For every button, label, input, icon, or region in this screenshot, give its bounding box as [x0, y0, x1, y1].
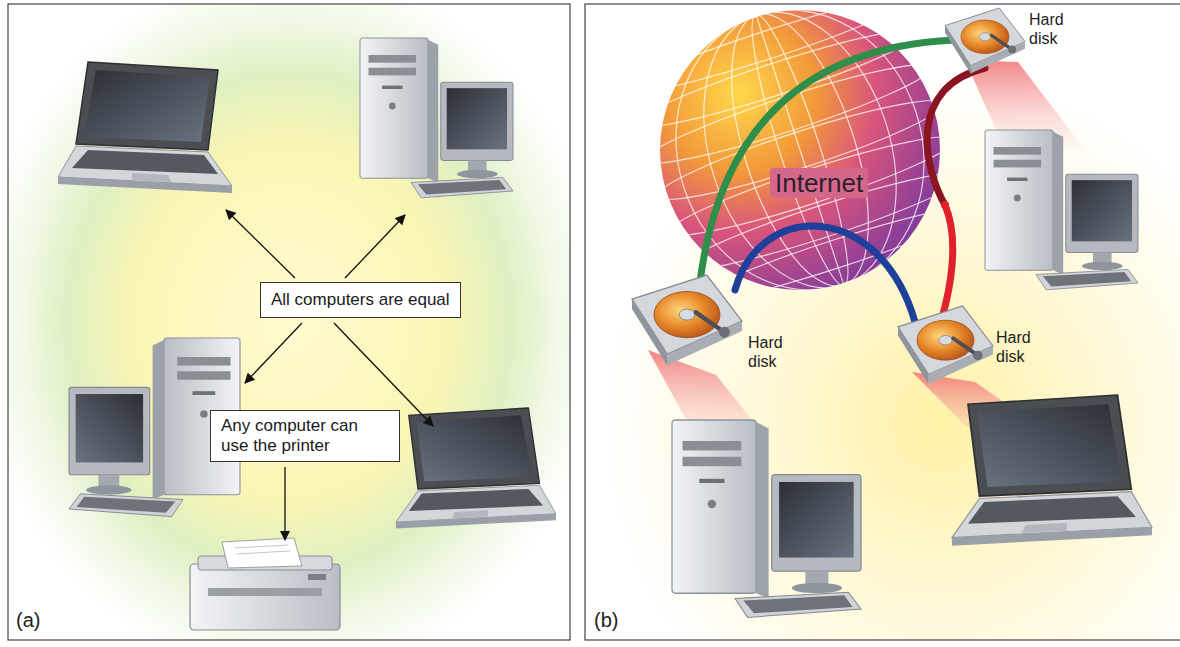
printer-icon	[236, 551, 290, 554]
laptop-icon	[396, 408, 556, 529]
globe-grid	[652, 87, 948, 214]
label-box: All computers are equal	[260, 282, 461, 318]
hard-disk-icon	[898, 306, 993, 384]
panel-frame	[585, 4, 1180, 640]
pointer-arrow	[284, 467, 285, 540]
panel-letter: (b)	[594, 608, 618, 632]
panel-frame	[8, 4, 570, 640]
label-box: Any computer can use the printer	[210, 410, 400, 462]
desktop-icon	[985, 130, 1138, 290]
network-link	[942, 205, 953, 318]
desktop-icon	[360, 38, 513, 198]
desktop-icon	[672, 420, 861, 617]
network-link	[927, 68, 985, 205]
globe-grid	[613, 0, 988, 334]
globe-grid	[687, 195, 981, 314]
globe	[660, 10, 940, 290]
printer-icon	[222, 538, 302, 568]
box-text: All computers are equal	[271, 290, 450, 310]
pointer-arrow	[345, 215, 405, 278]
pointer-arrow	[245, 323, 302, 383]
part-label: Hard disk	[748, 333, 796, 371]
printer-icon	[208, 588, 322, 596]
part-label: Hard disk	[1029, 10, 1077, 48]
network-link	[735, 226, 915, 322]
network-link	[700, 40, 955, 282]
part-label: Internet	[770, 168, 868, 198]
laptop-icon	[952, 395, 1152, 546]
globe-grid	[704, 0, 896, 302]
globe-grid	[629, 17, 924, 140]
globe-grid	[755, 12, 845, 288]
pointer-arrow	[226, 210, 295, 278]
printer-icon	[308, 574, 326, 580]
panel-letter: (a)	[16, 608, 40, 632]
network-link	[700, 40, 985, 322]
box-text: Any computer can use the printer	[221, 416, 389, 456]
printer-icon	[190, 564, 340, 630]
panel-b	[585, 0, 1180, 640]
pointer-arrow	[226, 210, 433, 540]
hard-disk-icon	[945, 8, 1025, 74]
part-label: Hard disk	[996, 328, 1044, 366]
laptop-icon	[58, 62, 232, 193]
globe-grid	[676, 160, 971, 283]
printer-icon	[234, 545, 288, 548]
globe-grid	[640, 51, 936, 176]
panel-a	[8, 4, 570, 640]
printer-icon	[190, 538, 340, 630]
globe-grid	[613, 0, 988, 334]
network-link	[941, 201, 949, 209]
hard-disk-icon	[632, 275, 742, 365]
